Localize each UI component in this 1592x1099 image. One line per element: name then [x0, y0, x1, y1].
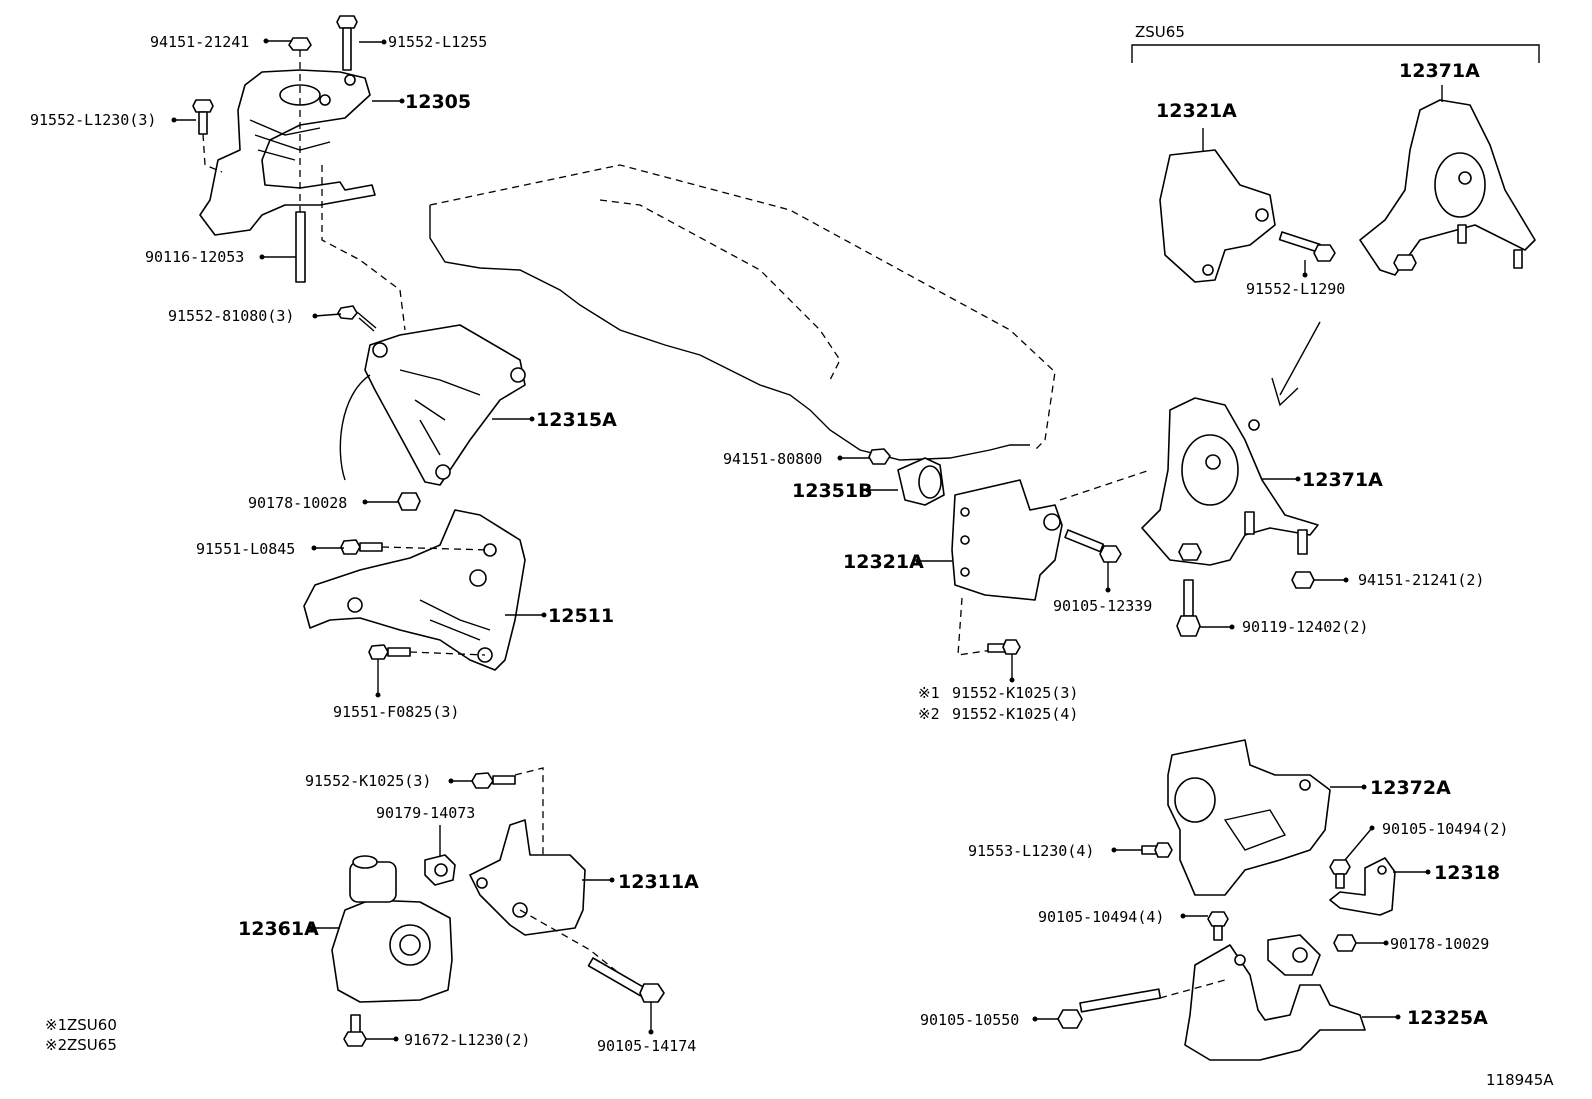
label-zsu65-group: ZSU65	[1135, 23, 1185, 41]
arrow-icon	[1271, 321, 1321, 407]
label-91552-l1230: 91552-L1230(3)	[30, 111, 156, 129]
part-12371a-top-drawing	[1359, 99, 1536, 276]
bolt-91551-l0845	[340, 539, 383, 555]
label-12361a: 12361A	[238, 918, 319, 940]
label-90105-10494-2: 90105-10494(2)	[1382, 820, 1508, 838]
part-12315a-drawing	[364, 324, 526, 486]
legend-model-2: ZSU65	[67, 1036, 117, 1054]
label-12305: 12305	[405, 91, 471, 113]
leader-lines	[171, 38, 1443, 1042]
label-91552-81080: 91552-81080(3)	[168, 307, 294, 325]
part-12351b-drawing	[897, 457, 945, 506]
label-94151-21241-top: 94151-21241	[150, 33, 249, 51]
label-90105-10550: 90105-10550	[920, 1011, 1019, 1029]
label-12311a: 12311A	[618, 871, 699, 893]
legend-mark-2-inline: ※2	[918, 705, 940, 723]
nut-90178-10028	[397, 492, 421, 511]
label-91551-f0825: 91551-F0825(3)	[333, 703, 459, 721]
label-91552-k1025-zsu65: 91552-K1025(4)	[952, 705, 1078, 723]
legend-mark-1-inline: ※1	[918, 684, 940, 702]
label-12371a-top: 12371A	[1399, 60, 1480, 82]
part-12318-drawing	[1329, 857, 1396, 916]
label-12371a-mid: 12371A	[1302, 469, 1383, 491]
label-91553-l1230: 91553-L1230(4)	[968, 842, 1094, 860]
label-90105-10494-4: 90105-10494(4)	[1038, 908, 1164, 926]
nut-90178-10029	[1333, 934, 1357, 952]
bolt-91552-k1025-low	[471, 772, 516, 789]
bolt-90105-10494-2	[1329, 859, 1351, 889]
label-12511: 12511	[548, 605, 614, 627]
label-12321a-mid: 12321A	[843, 551, 924, 573]
part-12511-drawing	[303, 509, 526, 671]
bolt-91552-81080	[337, 305, 377, 332]
label-94151-80800: 94151-80800	[723, 450, 822, 468]
legend-model-1: ZSU60	[67, 1016, 117, 1034]
label-91672-l1230: 91672-L1230(2)	[404, 1031, 530, 1049]
nut-94151-21241-2	[1291, 571, 1315, 589]
label-12351b: 12351B	[792, 480, 873, 502]
part-12321a-mid-drawing	[951, 479, 1063, 601]
part-12305-drawing	[199, 69, 376, 236]
label-91552-l1290: 91552-L1290	[1246, 280, 1345, 298]
bolt-90119-12402	[1176, 579, 1201, 637]
bolt-91552-l1255	[336, 15, 358, 71]
part-12321a-top-drawing	[1159, 149, 1276, 283]
label-91552-k1025-low: 91552-K1025(3)	[305, 772, 431, 790]
label-91552-k1025-zsu60: 91552-K1025(3)	[952, 684, 1078, 702]
label-90116-12053: 90116-12053	[145, 248, 244, 266]
bolt-90105-10550	[1057, 988, 1162, 1029]
label-90179-14073: 90179-14073	[376, 804, 475, 822]
label-90105-12339: 90105-12339	[1053, 597, 1152, 615]
label-12321a-top: 12321A	[1156, 100, 1237, 122]
bolt-91552-k1025-mid	[987, 639, 1021, 655]
model-legend: ※1 ZSU60 ※2 ZSU65	[45, 1016, 117, 1054]
bolt-90105-12339	[1064, 529, 1122, 563]
label-90178-10028: 90178-10028	[248, 494, 347, 512]
bolt-91553-l1230	[1141, 842, 1173, 858]
bolt-90105-14174	[587, 957, 665, 1003]
bolt-91552-l1290	[1278, 231, 1336, 262]
part-12372a-drawing	[1167, 739, 1331, 896]
label-90105-14174: 90105-14174	[597, 1037, 696, 1055]
nut-94151-80800	[868, 448, 891, 465]
label-91552-l1255: 91552-L1255	[388, 33, 487, 51]
part-12371a-mid-drawing	[1141, 397, 1319, 566]
legend-mark-2: ※2	[45, 1036, 67, 1054]
label-12372a: 12372A	[1370, 777, 1451, 799]
label-12325a: 12325A	[1407, 1007, 1488, 1029]
part-12325a-drawing	[1184, 934, 1366, 1061]
diagram-id: 118945A	[1486, 1071, 1554, 1089]
legend-mark-1: ※1	[45, 1016, 67, 1034]
label-12315a: 12315A	[536, 409, 617, 431]
bolt-91552-l1230	[192, 99, 214, 135]
part-12311a-drawing	[469, 819, 586, 936]
bolt-91551-f0825	[368, 644, 411, 660]
label-90178-10029: 90178-10029	[1390, 935, 1489, 953]
label-12318: 12318	[1434, 862, 1500, 884]
engine-outline	[429, 164, 1056, 461]
bolt-90105-10494-4	[1207, 911, 1229, 941]
nut-90179-14073	[424, 854, 456, 886]
part-12361a-drawing	[331, 855, 453, 1003]
bolt-91672-l1230	[343, 1014, 367, 1047]
label-91551-l0845: 91551-L0845	[196, 540, 295, 558]
stud-90116-12053	[295, 211, 306, 283]
bolt-94151-21241-top	[288, 37, 312, 51]
label-90119-12402: 90119-12402(2)	[1242, 618, 1368, 636]
label-94151-21241-2: 94151-21241(2)	[1358, 571, 1484, 589]
